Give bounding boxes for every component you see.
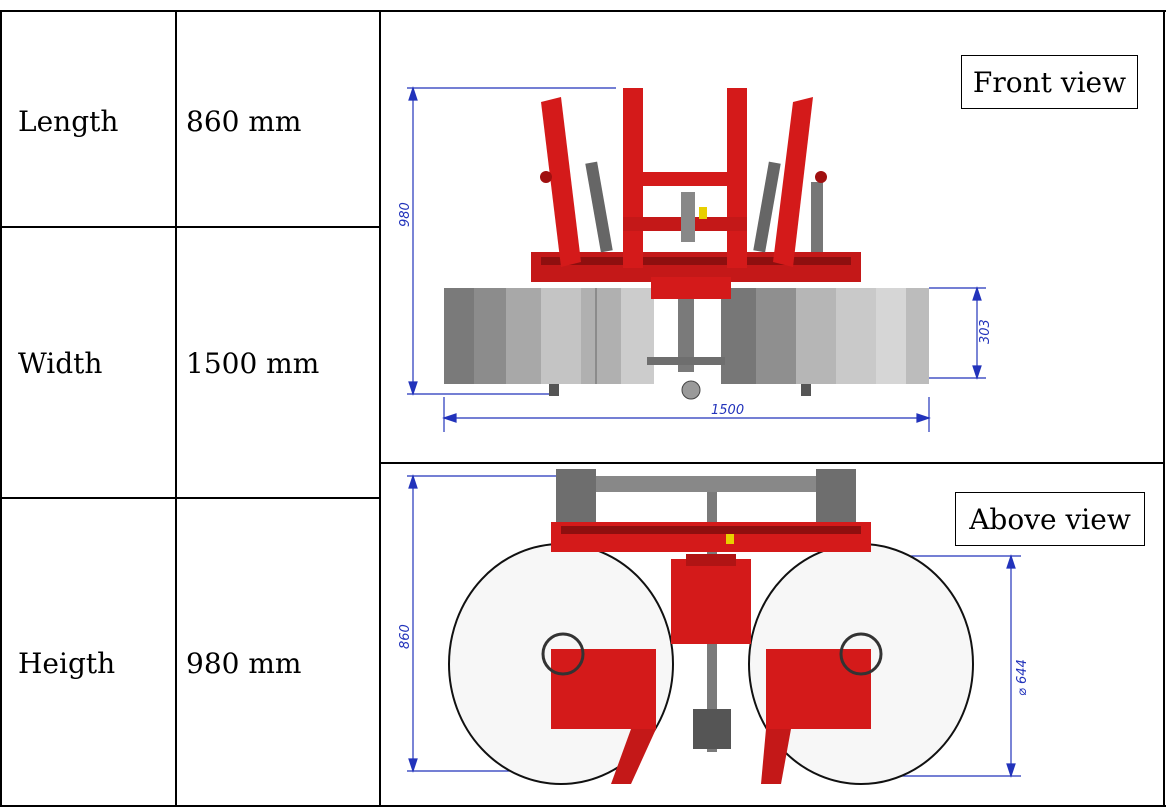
row-divider-1 xyxy=(0,226,380,228)
front-width-dimension: 1500 xyxy=(711,403,744,418)
column-divider-2 xyxy=(379,10,381,807)
front-height-dimension: 980 xyxy=(398,202,413,227)
image-divider xyxy=(379,462,1165,464)
width-value: 1500 mm xyxy=(186,347,320,380)
disc-arms xyxy=(541,632,883,784)
diameter-dimension: ⌀ 644 xyxy=(1015,659,1030,696)
front-dimension-lines xyxy=(407,86,986,432)
front-view-drawing: 980 1500 303 xyxy=(398,86,993,432)
front-frame xyxy=(531,88,861,299)
above-length-dimension: 860 xyxy=(398,624,413,649)
row-divider-2 xyxy=(0,497,380,499)
front-view-label: Front view xyxy=(961,55,1138,109)
table-border-left xyxy=(0,10,2,807)
front-wheels xyxy=(549,380,811,400)
right-roller xyxy=(721,288,929,384)
length-value: 860 mm xyxy=(186,105,302,138)
length-label: Length xyxy=(18,105,119,138)
roller-height-dimension: 303 xyxy=(978,319,993,344)
column-divider-1 xyxy=(175,10,177,807)
above-view-drawing: 860 ⌀ 644 xyxy=(398,469,1030,785)
width-label: Width xyxy=(18,347,103,380)
above-view-label: Above view xyxy=(955,492,1145,546)
table-border-bottom xyxy=(0,805,1166,807)
height-value: 980 mm xyxy=(186,647,302,680)
table-border-right xyxy=(1163,10,1165,807)
table-border-top xyxy=(0,10,1166,12)
front-arms xyxy=(540,97,827,267)
above-dimension-lines xyxy=(407,474,1021,778)
height-label: Heigth xyxy=(18,647,116,680)
above-frame xyxy=(551,522,871,644)
left-roller xyxy=(444,288,654,384)
